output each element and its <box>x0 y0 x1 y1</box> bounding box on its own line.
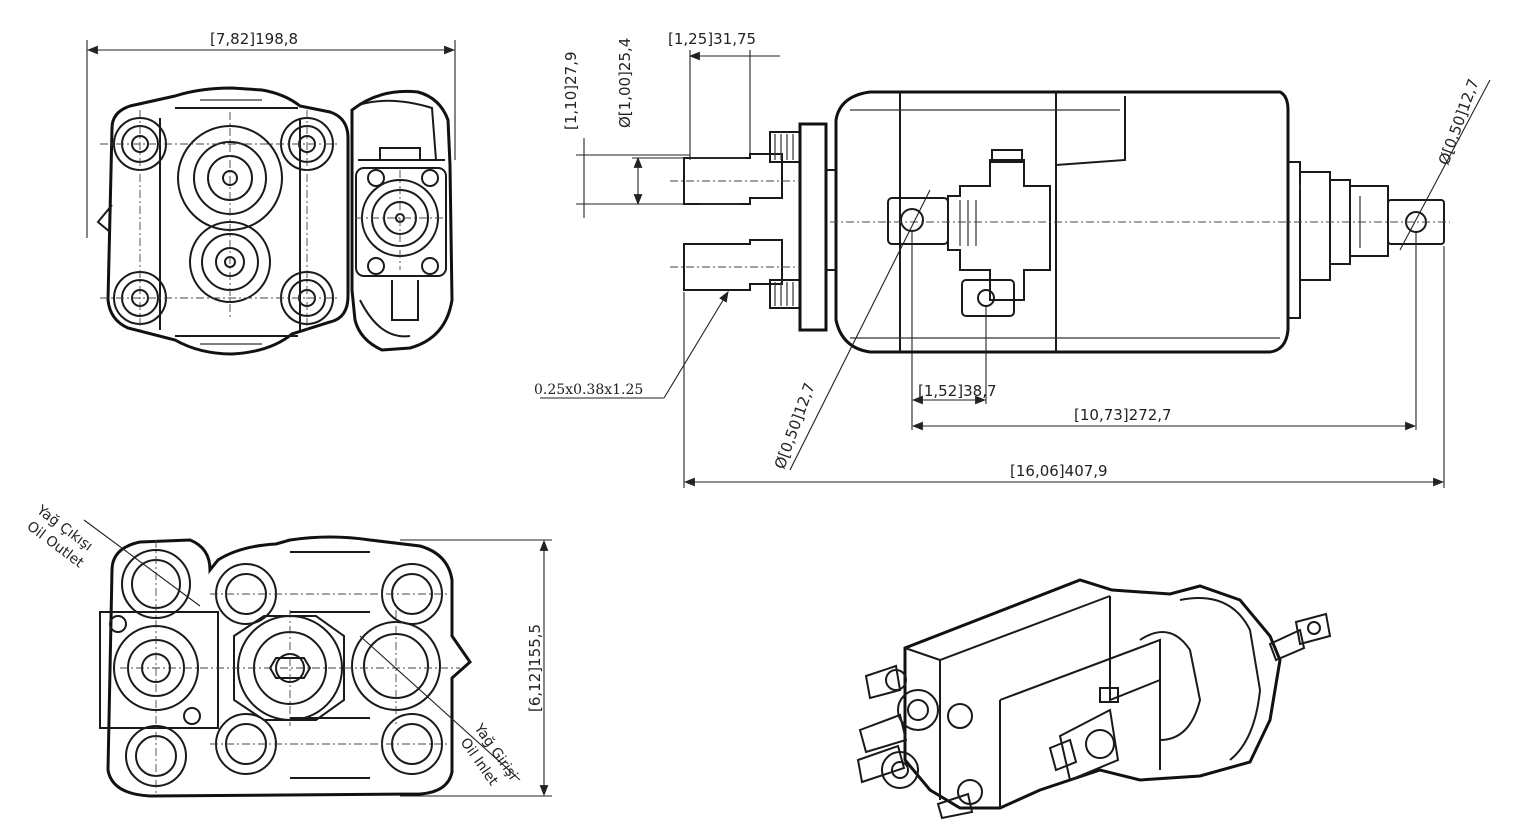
isometric-view <box>856 578 1332 820</box>
front-view <box>83 519 552 798</box>
dim-shaft-h1: [1,10]27,9 <box>562 51 580 130</box>
dim-bottom-height: [6,12]155,5 <box>526 624 544 712</box>
dim-top-width: [7,82]198,8 <box>210 30 298 48</box>
dim-mount-offset: [1,52]38,7 <box>918 382 997 400</box>
dim-hole-right: Ø[0,50]12,7 <box>1435 76 1483 167</box>
dim-mid-len: [10,73]272,7 <box>1074 406 1172 424</box>
dim-total-len: [16,06]407,9 <box>1010 462 1108 480</box>
end-view <box>86 40 456 356</box>
dim-shaft-len: [1,25]31,75 <box>668 30 756 48</box>
side-view <box>540 50 1491 488</box>
dim-key: 0.25x0.38x1.25 <box>534 382 643 398</box>
dim-shaft-dia: Ø[1,00]25,4 <box>616 38 634 128</box>
